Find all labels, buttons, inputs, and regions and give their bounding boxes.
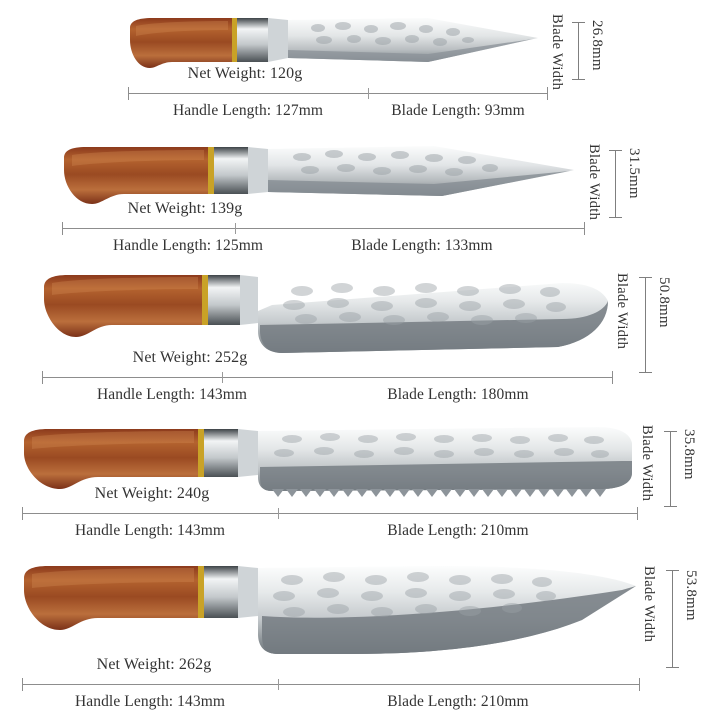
dimension-line-paring-knife	[128, 87, 548, 100]
knife-illustration-paring-knife	[128, 10, 548, 72]
blade-width-value-santoku-knife: 50.8mm	[656, 277, 672, 328]
blade-width-caption-utility-knife: Blade Width	[586, 144, 602, 221]
blade-width-value-paring-knife: 26.8mm	[589, 20, 605, 71]
blade-width-value-chef-knife: 53.8mm	[683, 570, 699, 621]
blade-width-bracket-santoku-knife	[639, 277, 652, 373]
blade-width-value-slicing-knife: 35.8mm	[681, 429, 697, 480]
dimension-line-chef-knife	[22, 678, 640, 691]
knife-illustration-santoku-knife	[42, 267, 613, 367]
net-weight-label-santoku-knife: Net Weight: 252g	[132, 349, 248, 366]
knife-spec-row-utility-knife: Net Weight: 139g Handle Length: 125mm Bl…	[0, 130, 720, 260]
dimension-line-utility-knife	[62, 222, 585, 235]
blade-length-label-paring-knife: Blade Length: 93mm	[391, 102, 525, 119]
blade-length-label-utility-knife: Blade Length: 133mm	[351, 237, 493, 254]
handle-length-label-utility-knife: Handle Length: 125mm	[112, 237, 264, 254]
blade-width-bracket-slicing-knife	[664, 431, 677, 507]
blade-width-bracket-utility-knife	[609, 150, 622, 218]
blade-width-caption-slicing-knife: Blade Width	[639, 425, 655, 502]
knife-illustration-utility-knife	[62, 138, 585, 210]
blade-length-label-santoku-knife: Blade Length: 180mm	[387, 386, 529, 403]
dimension-line-santoku-knife	[42, 371, 613, 384]
net-weight-label-slicing-knife: Net Weight: 240g	[94, 485, 210, 502]
blade-width-bracket-chef-knife	[666, 570, 679, 668]
blade-width-caption-paring-knife: Blade Width	[549, 14, 565, 91]
knife-illustration-chef-knife	[22, 560, 640, 660]
blade-length-label-chef-knife: Blade Length: 210mm	[387, 693, 529, 710]
handle-length-label-slicing-knife: Handle Length: 143mm	[74, 522, 226, 539]
knife-spec-row-paring-knife: Net Weight: 120g Handle Length: 127mm Bl…	[0, 0, 720, 135]
handle-length-label-santoku-knife: Handle Length: 143mm	[96, 386, 248, 403]
dimension-line-slicing-knife	[22, 507, 638, 520]
blade-width-caption-chef-knife: Blade Width	[641, 566, 657, 643]
knife-illustration-slicing-knife	[22, 421, 638, 503]
knife-spec-row-slicing-knife: Net Weight: 240g Handle Length: 143mm Bl…	[0, 405, 720, 545]
handle-length-label-chef-knife: Handle Length: 143mm	[74, 693, 226, 710]
net-weight-label-paring-knife: Net Weight: 120g	[187, 65, 303, 82]
blade-width-value-utility-knife: 31.5mm	[626, 148, 642, 199]
net-weight-label-chef-knife: Net Weight: 262g	[96, 656, 212, 673]
handle-length-label-paring-knife: Handle Length: 127mm	[172, 102, 324, 119]
blade-width-caption-santoku-knife: Blade Width	[614, 273, 630, 350]
blade-width-bracket-paring-knife	[572, 22, 585, 80]
blade-length-label-slicing-knife: Blade Length: 210mm	[387, 522, 529, 539]
net-weight-label-utility-knife: Net Weight: 139g	[127, 200, 243, 217]
knife-spec-row-chef-knife: Net Weight: 262g Handle Length: 143mm Bl…	[0, 550, 720, 720]
knife-spec-row-santoku-knife: Net Weight: 252g Handle Length: 143mm Bl…	[0, 255, 720, 403]
